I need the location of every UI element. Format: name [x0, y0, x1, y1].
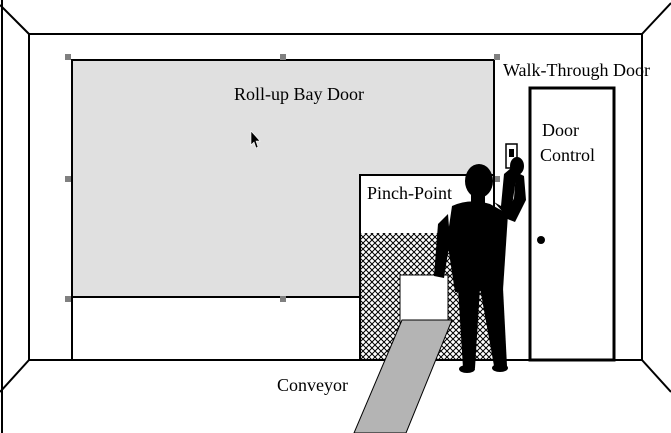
conveyor-belt	[353, 319, 453, 433]
pinch-point-label: Pinch-Point	[367, 183, 452, 203]
ceiling-edge-left	[0, 4, 30, 35]
selection-handle[interactable]	[280, 54, 286, 60]
selection-handle[interactable]	[494, 54, 500, 60]
selection-handle[interactable]	[280, 296, 286, 302]
walk-through-door[interactable]	[528, 86, 616, 362]
selection-handle[interactable]	[65, 54, 71, 60]
floor-edge-right	[641, 359, 671, 393]
worker-silhouette	[434, 157, 526, 373]
door-control-label-line2: Control	[540, 145, 595, 165]
conveyor-feed-box	[399, 274, 449, 326]
floor-edge-left	[0, 359, 30, 393]
bay-door-label: Roll-up Bay Door	[234, 84, 364, 104]
door-control-button	[509, 149, 514, 157]
door-control-label-line1: Door	[542, 120, 579, 140]
selection-handle[interactable]	[494, 176, 500, 182]
ceiling-edge-right	[641, 2, 671, 35]
walk-door-label: Walk-Through Door	[503, 60, 650, 80]
back-wall	[28, 33, 643, 361]
conveyor-label: Conveyor	[277, 375, 348, 395]
selection-handle[interactable]	[65, 176, 71, 182]
mouse-cursor-icon	[250, 130, 261, 149]
selection-handle[interactable]	[65, 296, 71, 302]
door-knob	[537, 236, 545, 244]
